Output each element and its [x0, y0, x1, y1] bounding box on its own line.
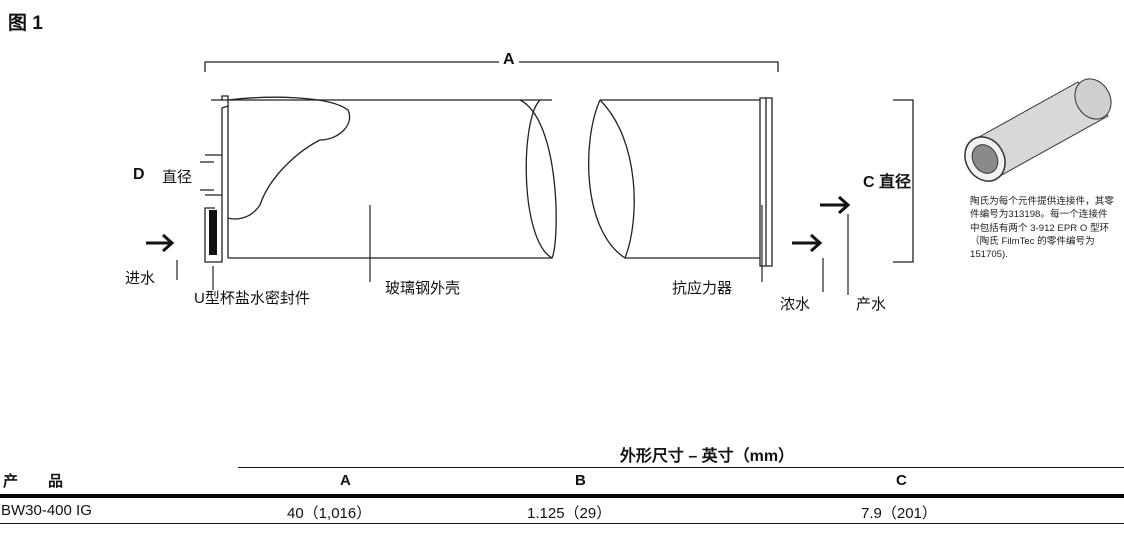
dimension-a-label: A [499, 51, 519, 69]
row-divider [0, 523, 1124, 524]
column-header-a: A [340, 472, 351, 489]
connector-note: 陶氏为每个元件提供连接件，其零件编号为313198。每一个连接件中包括有两个 3… [970, 196, 1114, 261]
feed-arrow [146, 233, 175, 253]
concentrate-arrow [792, 233, 823, 253]
concentrate-label: 浓水 [780, 296, 811, 313]
anti-telescoping-label: 抗应力器 [672, 280, 733, 297]
dimension-c-label: C 直径 [863, 174, 912, 191]
header-rule [0, 494, 1124, 498]
dimension-a-bracket [204, 61, 779, 72]
row-b-value: 1.125（29） [527, 505, 612, 522]
dimension-d-lines [200, 154, 222, 196]
membrane-element-diagram [146, 61, 1112, 295]
dimension-c-bracket [893, 99, 914, 263]
connector-illustration [964, 78, 1112, 182]
table-span-header: 外形尺寸 – 英寸（mm） [619, 448, 795, 465]
row-product: BW30-400 IG [1, 502, 92, 519]
dimension-d-text: 直径 [162, 169, 193, 186]
column-header-c: C [896, 472, 907, 489]
column-header-b: B [575, 472, 586, 489]
brine-seal-band [209, 210, 217, 255]
column-header-product: 产 品 [3, 472, 64, 490]
shell-label: 玻璃钢外壳 [385, 280, 461, 297]
figure-title: 图 1 [8, 13, 43, 34]
brine-seal-label: U型杯盐水密封件 [194, 290, 310, 307]
permeate-arrow [820, 195, 851, 215]
permeate-label: 产水 [856, 296, 887, 313]
feed-label: 进水 [125, 270, 156, 287]
row-c-value: 7.9（201） [861, 505, 937, 522]
header-divider [238, 467, 1124, 468]
row-a-value: 40（1,016） [287, 505, 372, 522]
dimension-d-letter: D [133, 166, 145, 183]
